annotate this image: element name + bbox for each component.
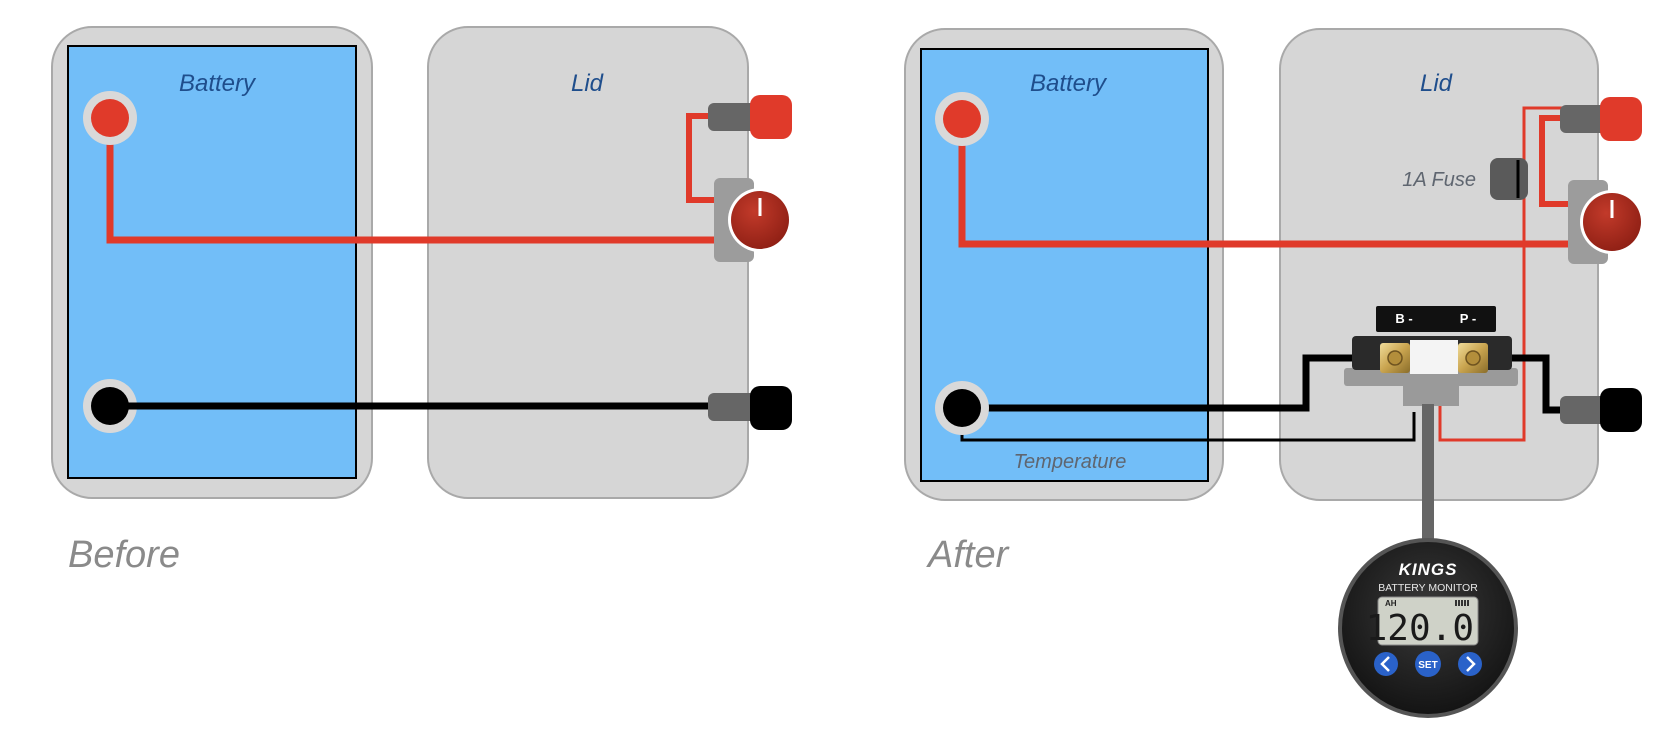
monitor-left-button[interactable] xyxy=(1374,652,1398,676)
after-positive-wire xyxy=(958,118,1572,248)
chevron-left-icon xyxy=(1380,656,1390,672)
before-lid xyxy=(427,26,749,499)
shunt-p-neg-nut xyxy=(1465,350,1481,366)
after-positive-post-core xyxy=(943,100,981,138)
after-negative-terminal-body xyxy=(1560,396,1610,424)
battery-monitor: KINGS BATTERY MONITOR AH 120.0 SET xyxy=(1338,538,1518,718)
before-positive-post-core xyxy=(91,99,129,137)
before-lid-label: Lid xyxy=(571,70,604,97)
monitor-battery-bars-icon xyxy=(1455,600,1469,606)
after-battery-label: Battery xyxy=(1030,70,1108,97)
shunt-b-neg-nut xyxy=(1387,350,1403,366)
monitor-subtitle: BATTERY MONITOR xyxy=(1378,582,1478,594)
after-positive-jumper xyxy=(1539,115,1572,207)
shunt-cable-gland xyxy=(1403,386,1459,406)
before-panel: Battery Lid Before xyxy=(51,26,792,576)
fuse-holder xyxy=(1490,158,1528,200)
before-positive-wire xyxy=(106,118,720,244)
monitor-unit: AH xyxy=(1385,599,1397,608)
monitor-reading: 120.0 xyxy=(1366,608,1474,649)
before-battery-label: Battery xyxy=(179,70,257,97)
monitor-cable xyxy=(1422,404,1434,540)
monitor-right-button[interactable] xyxy=(1458,652,1482,676)
before-positive-terminal xyxy=(750,95,792,139)
chevron-right-icon xyxy=(1466,656,1476,672)
monitor-brand: KINGS xyxy=(1399,560,1458,579)
after-isolator-knob-face xyxy=(1583,193,1641,251)
shunt-label-strip xyxy=(1376,306,1496,332)
after-lid-label: Lid xyxy=(1420,70,1453,97)
fuse-label: 1A Fuse xyxy=(1402,169,1476,191)
shunt-b-neg-label: B - xyxy=(1395,311,1412,326)
before-isolator-knob-face xyxy=(731,191,789,249)
shunt-element xyxy=(1410,340,1458,374)
monitor-set-label: SET xyxy=(1418,660,1437,671)
before-positive-jumper xyxy=(686,113,720,203)
after-positive-terminal-body xyxy=(1560,105,1610,133)
after-negative-post-core xyxy=(943,389,981,427)
before-negative-terminal xyxy=(750,386,792,430)
monitor-lcd xyxy=(1377,596,1479,646)
before-positive-terminal-body xyxy=(708,103,758,131)
shunt-p-neg-label: P - xyxy=(1460,311,1476,326)
fuse-wire xyxy=(1438,106,1562,442)
after-negative-terminal xyxy=(1600,388,1642,432)
shunt: B - P - xyxy=(1344,306,1518,406)
temperature-label: Temperature xyxy=(1014,451,1127,473)
monitor-set-button[interactable]: SET xyxy=(1415,651,1441,677)
before-negative-terminal-body xyxy=(708,393,758,421)
after-negative-wire-to-shunt xyxy=(962,354,1390,412)
before-caption: Before xyxy=(68,534,180,576)
after-panel: Battery Temperature Lid 1A Fuse xyxy=(904,28,1644,718)
after-positive-terminal xyxy=(1600,97,1642,141)
after-caption: After xyxy=(926,534,1010,576)
